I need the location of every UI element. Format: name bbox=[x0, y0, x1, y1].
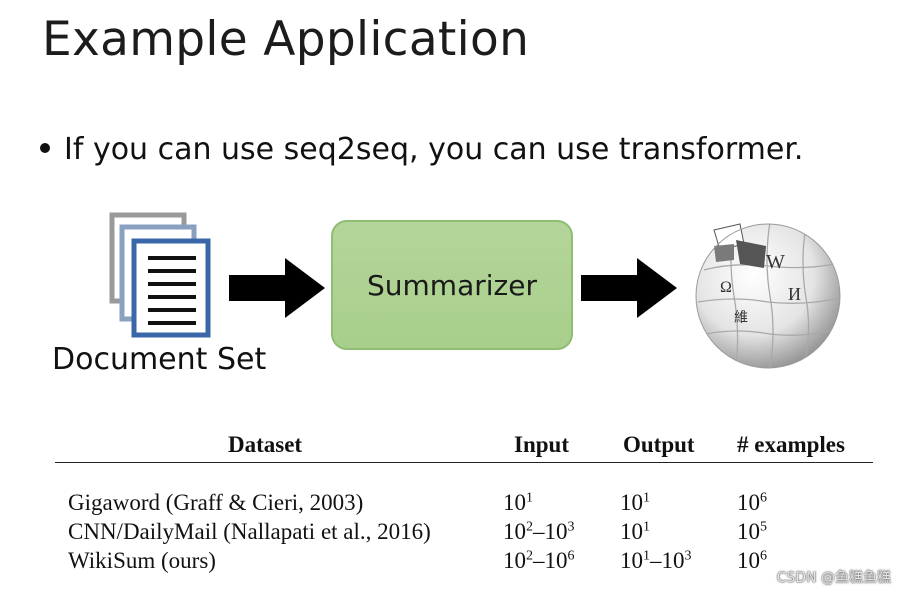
slide-title: Example Application bbox=[42, 12, 530, 67]
cell-dataset: CNN/DailyMail (Nallapati et al., 2016) bbox=[68, 519, 431, 544]
header-output: Output bbox=[623, 432, 695, 457]
bullet-point: If you can use seq2seq, you can use tran… bbox=[40, 132, 803, 167]
cell-input: 102–103 bbox=[503, 519, 575, 544]
header-dataset: Dataset bbox=[228, 432, 303, 457]
right-arrow-icon bbox=[581, 258, 679, 322]
cell-output: 101–103 bbox=[620, 548, 692, 573]
bullet-dot-icon bbox=[40, 142, 50, 153]
cell-examples: 105 bbox=[737, 519, 767, 544]
cell-examples: 106 bbox=[737, 490, 767, 515]
globe-glyph-wei: 維 bbox=[734, 310, 748, 326]
header-input: Input bbox=[514, 432, 569, 457]
cell-input: 101 bbox=[503, 490, 533, 515]
cell-dataset: Gigaword (Graff & Cieri, 2003) bbox=[68, 490, 364, 515]
table-rule bbox=[55, 462, 873, 463]
summarizer-box: Summarizer bbox=[331, 220, 573, 350]
watermark: CSDN @鱼糕鱼糕 bbox=[776, 570, 891, 586]
right-arrow-icon bbox=[229, 258, 327, 322]
summarizer-label: Summarizer bbox=[367, 268, 537, 302]
cell-output: 101 bbox=[620, 490, 650, 515]
document-set-label: Document Set bbox=[52, 342, 267, 377]
cell-input: 102–106 bbox=[503, 548, 575, 573]
cell-dataset: WikiSum (ours) bbox=[68, 548, 216, 573]
wikipedia-globe-icon: W Ω И 維 bbox=[684, 210, 852, 376]
bullet-text: If you can use seq2seq, you can use tran… bbox=[64, 132, 804, 167]
globe-glyph-w: W bbox=[766, 251, 785, 273]
globe-glyph-omega: Ω bbox=[720, 279, 732, 296]
document-stack-icon bbox=[104, 212, 214, 346]
cell-examples: 106 bbox=[737, 548, 767, 573]
globe-glyph-i: И bbox=[788, 284, 801, 304]
header-examples: # examples bbox=[737, 432, 845, 457]
cell-output: 101 bbox=[620, 519, 650, 544]
